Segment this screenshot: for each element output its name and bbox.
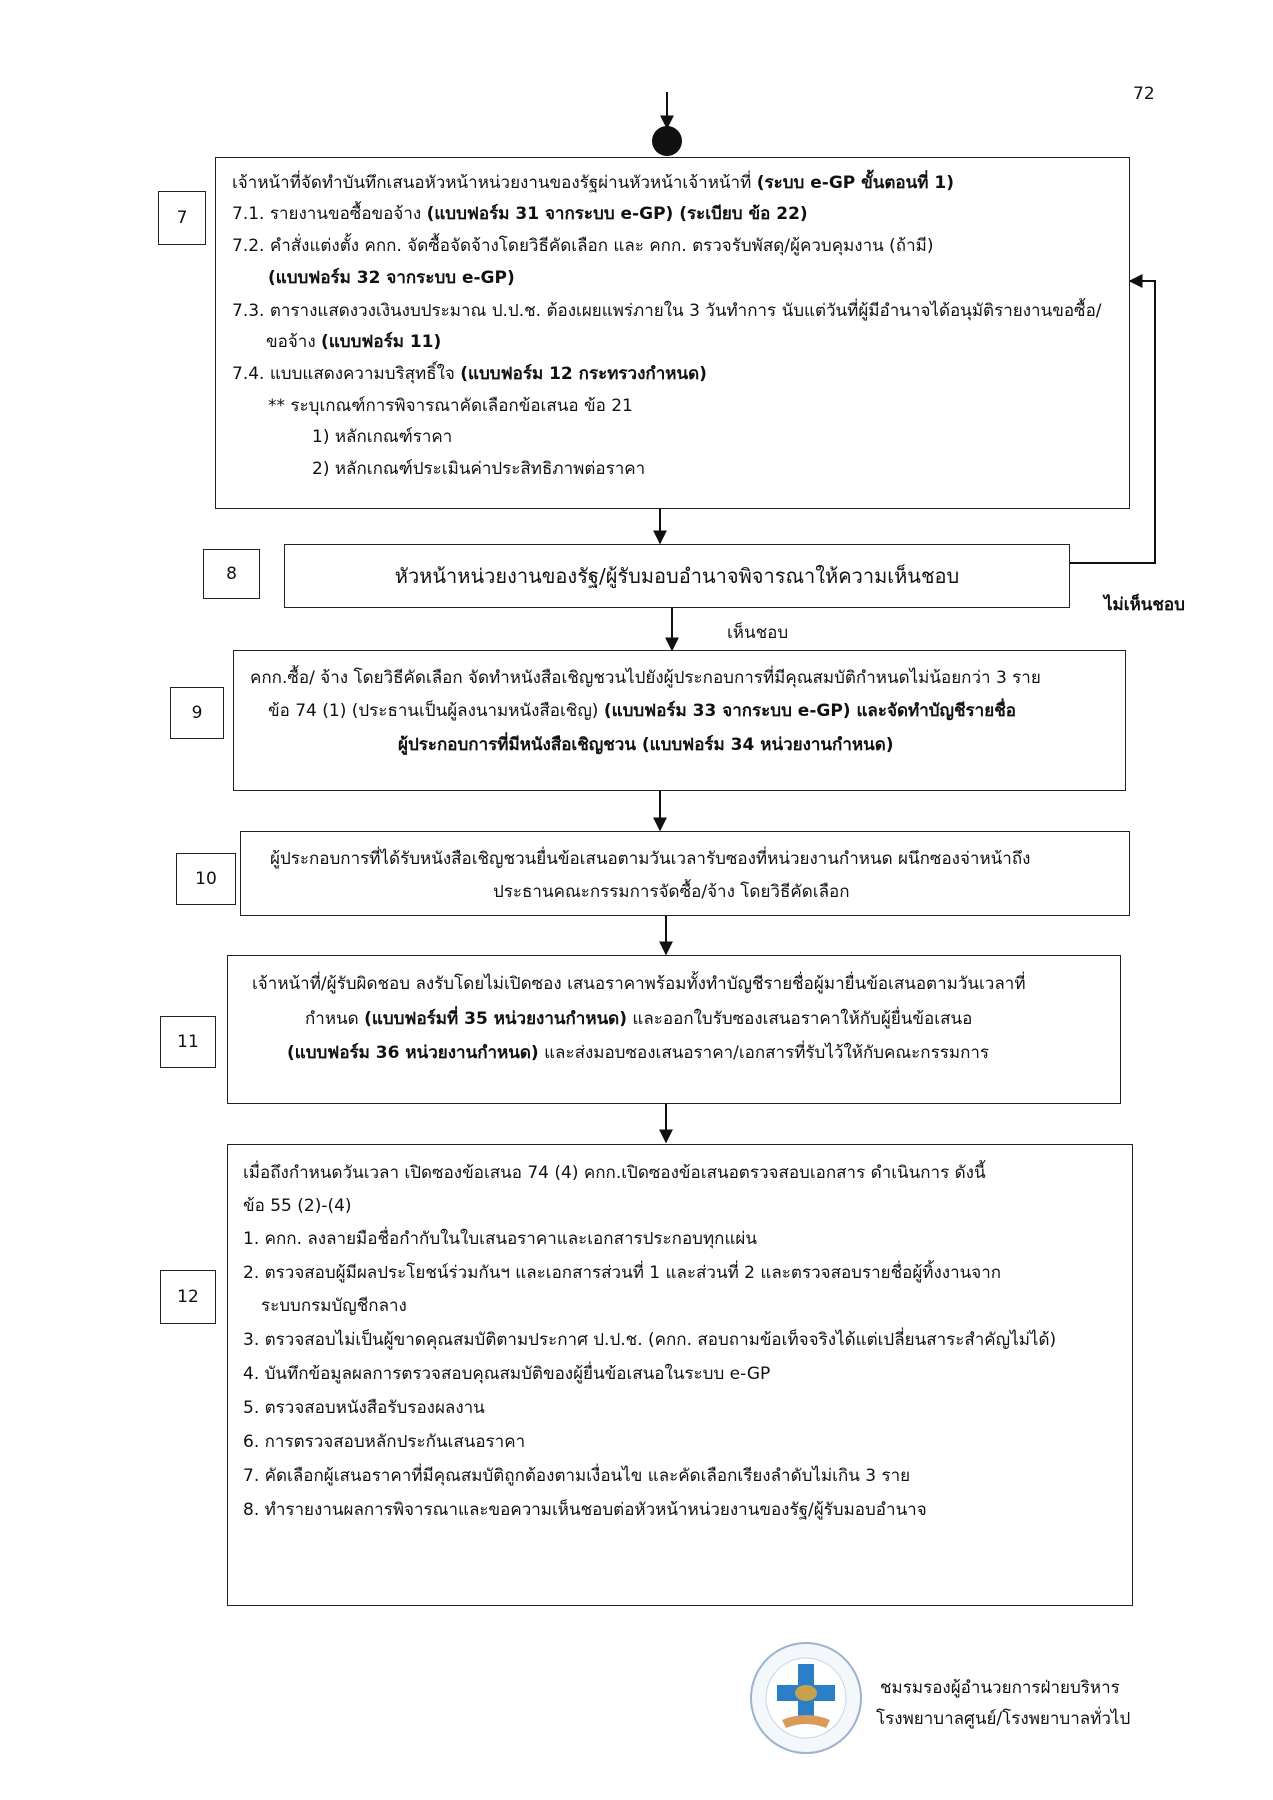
step-12-line-3: 1. คกก. ลงลายมือชื่อกำกับในใบเสนอราคาและ…	[243, 1229, 758, 1249]
approve-label: เห็นชอบ	[727, 623, 789, 643]
step-12-line-8: 5. ตรวจสอบหนังสือรับรองผลงาน	[243, 1398, 485, 1418]
step-10-number: 10	[176, 853, 236, 905]
step-12-line-11: 8. ทำรายงานผลการพิจารณาและขอความเห็นชอบต…	[243, 1500, 927, 1520]
step-11-box	[227, 955, 1121, 1104]
page-number: 72	[1133, 84, 1155, 104]
step-12-number: 12	[160, 1270, 216, 1324]
step-10-line-2: ประธานคณะกรรมการจัดซื้อ/จ้าง โดยวิธีคัดเ…	[493, 882, 850, 902]
footer-org-line-2: โรงพยาบาลศูนย์/โรงพยาบาลทั่วไป	[876, 1709, 1131, 1729]
step-7-line-1: เจ้าหน้าที่จัดทำบันทึกเสนอหัวหน้าหน่วยงา…	[232, 173, 954, 193]
footer-org-line-1: ชมรมรองผู้อำนวยการฝ่ายบริหาร	[880, 1678, 1120, 1698]
step-11-number: 11	[160, 1016, 216, 1068]
step-9-number: 9	[170, 687, 224, 739]
step-12-line-7: 4. บันทึกข้อมูลผลการตรวจสอบคุณสมบัติของผ…	[243, 1364, 771, 1384]
step-7-box	[215, 157, 1130, 509]
step-number-label: 12	[177, 1286, 199, 1307]
step-11-line-3: (แบบฟอร์ม 36 หน่วยงานกำหนด) และส่งมอบซอง…	[287, 1043, 990, 1063]
step-number-label: 11	[177, 1031, 199, 1052]
step-9-line-3: ผู้ประกอบการที่มีหนังสือเชิญชวน (แบบฟอร์…	[398, 735, 894, 755]
step-10-box	[240, 831, 1130, 916]
step-9-line-1: คกก.ซื้อ/ จ้าง โดยวิธีคัดเลือก จัดทำหนัง…	[250, 668, 1041, 688]
step-11-line-2: กำหนด (แบบฟอร์มที่ 35 หน่วยงานกำหนด) และ…	[305, 1009, 973, 1029]
step-7-line-5: 7.3. ตารางแสดงวงเงินงบประมาณ ป.ป.ช. ต้อง…	[232, 301, 1102, 321]
step-12-line-1: เมื่อถึงกำหนดวันเวลา เปิดซองข้อเสนอ 74 (…	[243, 1163, 986, 1183]
reject-label: ไม่เห็นชอบ	[1104, 595, 1185, 615]
step-7-line-10: 2) หลักเกณฑ์ประเมินค่าประสิทธิภาพต่อราคา	[312, 459, 646, 479]
step-12-line-4: 2. ตรวจสอบผู้มีผลประโยชน์ร่วมกันฯ และเอก…	[243, 1263, 1002, 1283]
step-12-box	[227, 1144, 1133, 1606]
step-7-line-9: 1) หลักเกณฑ์ราคา	[312, 427, 453, 447]
step-number-label: 9	[191, 702, 203, 723]
step-number-label: 8	[226, 563, 237, 584]
step-7-number: 7	[158, 191, 206, 245]
step-10-line-1: ผู้ประกอบการที่ได้รับหนังสือเชิญชวนยื่นข…	[270, 849, 1031, 869]
step-9-box	[233, 650, 1126, 791]
step-7-line-7: 7.4. แบบแสดงความบริสุทธิ์ใจ (แบบฟอร์ม 12…	[232, 364, 707, 384]
step-12-line-6: 3. ตรวจสอบไม่เป็นผู้ขาดคุณสมบัติตามประกา…	[243, 1330, 1057, 1350]
step-8-text: หัวหน้าหน่วยงานของรัฐ/ผู้รับมอบอำนาจพิจา…	[394, 564, 960, 588]
step-number-label: 10	[195, 868, 217, 889]
step-7-line-2: 7.1. รายงานขอซื้อขอจ้าง (แบบฟอร์ม 31 จาก…	[232, 204, 808, 224]
step-7-line-4: (แบบฟอร์ม 32 จากระบบ e-GP)	[268, 268, 515, 288]
step-9-line-2: ข้อ 74 (1) (ประธานเป็นผู้ลงนามหนังสือเชิ…	[268, 701, 1016, 721]
step-12-line-9: 6. การตรวจสอบหลักประกันเสนอราคา	[243, 1432, 526, 1452]
organization-logo	[750, 1642, 862, 1754]
step-7-line-6: ขอจ้าง (แบบฟอร์ม 11)	[266, 332, 442, 352]
step-number-label: 7	[176, 207, 188, 228]
step-12-line-10: 7. คัดเลือกผู้เสนอราคาที่มีคุณสมบัติถูกต…	[243, 1466, 911, 1486]
step-12-line-5: ระบบกรมบัญชีกลาง	[261, 1296, 407, 1316]
reject-loop	[1069, 274, 1156, 564]
step-8-number: 8	[203, 549, 260, 599]
step-7-line-3: 7.2. คำสั่งแต่งตั้ง คกก. จัดซื้อจัดจ้างโ…	[232, 236, 934, 256]
step-12-line-2: ข้อ 55 (2)-(4)	[243, 1196, 352, 1216]
flow-dot	[652, 126, 682, 156]
step-8-box: หัวหน้าหน่วยงานของรัฐ/ผู้รับมอบอำนาจพิจา…	[284, 544, 1070, 608]
step-7-line-8: ** ระบุเกณฑ์การพิจารณาคัดเลือกข้อเสนอ ข้…	[268, 396, 633, 416]
step-11-line-1: เจ้าหน้าที่/ผู้รับผิดชอบ ลงรับโดยไม่เปิด…	[252, 974, 1026, 994]
